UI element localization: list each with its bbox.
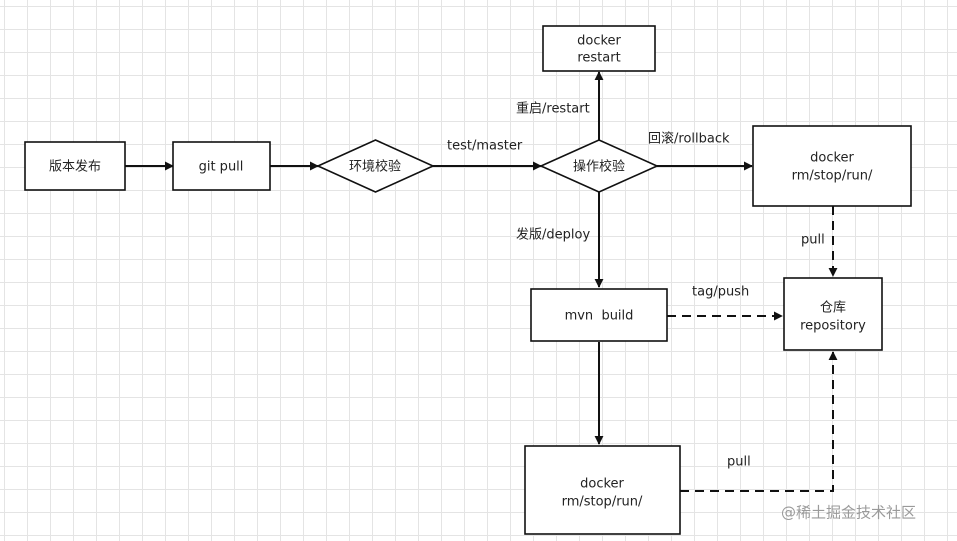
label-repository-line2: repository: [800, 319, 866, 334]
label-docker-deploy-line1: docker: [580, 477, 624, 492]
label-docker-deploy-line2: rm/stop/run/: [562, 495, 643, 510]
label-release: 版本发布: [49, 159, 101, 175]
label-repository-line1: 仓库: [820, 300, 846, 316]
node-git-pull: [172, 141, 271, 191]
watermark: @稀土掘金技术社区: [781, 504, 916, 522]
label-git-pull: git pull: [199, 160, 244, 175]
edge-label-rollback: 回滚/rollback: [648, 131, 730, 147]
label-docker-rollback-line2: rm/stop/run/: [792, 169, 873, 184]
edge-label-test-master: test/master: [447, 139, 523, 154]
edge-deploy-to-repository: [680, 351, 838, 492]
node-release: [24, 141, 126, 191]
label-op-check: 操作校验: [573, 159, 625, 175]
edge-label-pull-rollback: pull: [801, 233, 825, 248]
node-repository: [783, 277, 883, 351]
label-mvn-build: mvn build: [565, 309, 634, 324]
node-mvn-build: [530, 288, 668, 342]
label-docker-restart-line1: docker: [577, 34, 621, 49]
edge-label-tag-push: tag/push: [692, 285, 749, 300]
edge-label-pull-deploy: pull: [727, 455, 751, 470]
label-docker-restart-line2: restart: [577, 51, 620, 66]
node-op-check: [539, 139, 659, 193]
edge-label-deploy: 发版/deploy: [516, 227, 590, 243]
node-docker-deploy: [524, 445, 681, 535]
node-docker-rollback: [752, 125, 912, 207]
label-env-check: 环境校验: [349, 159, 401, 175]
edge-label-restart: 重启/restart: [516, 101, 590, 117]
node-env-check: [316, 139, 435, 193]
node-docker-restart: [542, 25, 656, 72]
label-docker-rollback-line1: docker: [810, 151, 854, 166]
